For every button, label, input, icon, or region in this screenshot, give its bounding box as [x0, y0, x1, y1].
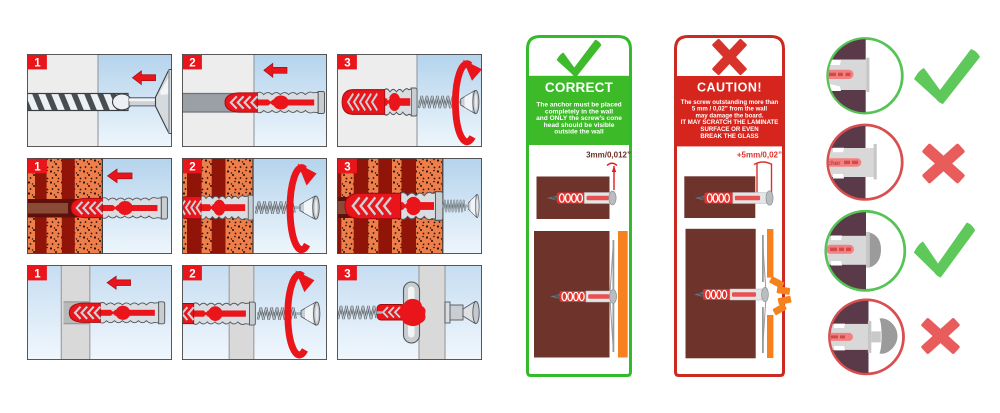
svg-text:completely in the wall: completely in the wall [545, 108, 613, 115]
svg-text:IT MAY SCRATCH THE LAMINATE: IT MAY SCRATCH THE LAMINATE [681, 119, 779, 126]
svg-text:may damage the board.: may damage the board. [695, 112, 763, 119]
svg-text:5 mm / 0,02” from the wall: 5 mm / 0,02” from the wall [692, 106, 767, 113]
svg-text:The screw outstanding more tha: The screw outstanding more than [681, 99, 779, 106]
svg-text:outside the wall: outside the wall [554, 129, 604, 136]
svg-text:BREAK THE GLASS: BREAK THE GLASS [700, 133, 758, 140]
svg-text:cher: cher [828, 160, 842, 167]
svg-text:CORRECT: CORRECT [545, 80, 614, 95]
svg-text:SURFACE OR EVEN: SURFACE OR EVEN [700, 126, 758, 133]
svg-text:The anchor must be placed: The anchor must be placed [536, 102, 621, 109]
svg-text:3mm/0,012”: 3mm/0,012” [586, 151, 631, 160]
svg-text:CAUTION!: CAUTION! [697, 81, 762, 95]
svg-text:head should be visible: head should be visible [544, 122, 615, 129]
svg-text:and ONLY the screw’s cone: and ONLY the screw’s cone [536, 115, 622, 122]
svg-text:+5mm/0,02”: +5mm/0,02” [737, 151, 782, 160]
